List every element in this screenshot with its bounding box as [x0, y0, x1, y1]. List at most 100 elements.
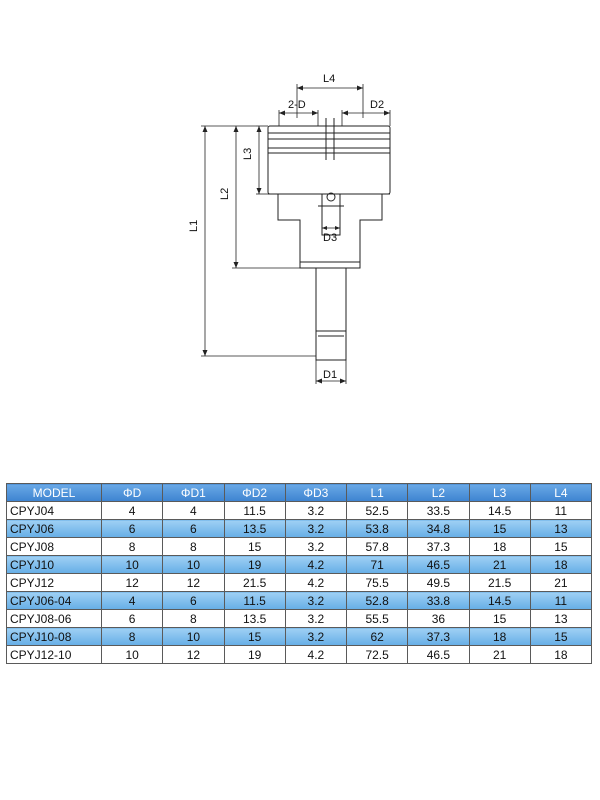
d3-arrow-right [335, 226, 340, 230]
value-cell: 71 [345, 555, 409, 574]
column-header: MODEL [6, 483, 102, 502]
value-cell: 36 [407, 609, 470, 628]
value-cell: 37.3 [407, 627, 470, 646]
value-cell: 3.2 [284, 537, 348, 556]
value-cell: 13 [529, 609, 593, 628]
value-cell: 13.5 [223, 519, 286, 538]
column-header: L2 [407, 483, 470, 502]
l2-arrow-top [233, 126, 239, 132]
value-cell: 4 [100, 501, 164, 520]
value-cell: 46.5 [407, 555, 470, 574]
technical-drawing: L4 2-D D2 L3 L2 L1 D3 D1 [188, 73, 391, 384]
l4-arrow-left [297, 85, 303, 91]
value-cell: 15 [468, 519, 531, 538]
model-cell: CPYJ08 [6, 537, 102, 556]
model-cell: CPYJ06 [6, 519, 102, 538]
value-cell: 4 [100, 591, 164, 610]
value-cell: 18 [529, 555, 593, 574]
d3-arrow-left [322, 226, 327, 230]
value-cell: 3.2 [284, 591, 348, 610]
column-header: L1 [345, 483, 409, 502]
label-l1: L1 [188, 220, 200, 232]
model-cell: CPYJ12 [6, 573, 102, 592]
value-cell: 21.5 [468, 573, 531, 592]
l1-arrow-top [202, 126, 208, 132]
center-hole [326, 192, 336, 202]
column-header: ΦD1 [162, 483, 225, 502]
value-cell: 6 [100, 519, 164, 538]
model-cell: CPYJ12-10 [6, 645, 102, 664]
center-bore [321, 194, 341, 236]
label-d2: D2 [370, 99, 384, 111]
value-cell: 33.8 [407, 591, 470, 610]
d2-arrow-right [384, 110, 390, 116]
value-cell: 4.2 [284, 573, 348, 592]
value-cell: 21.5 [223, 573, 286, 592]
value-cell: 21 [468, 555, 531, 574]
label-2d: 2-D [288, 99, 306, 111]
model-cell: CPYJ10-08 [6, 627, 102, 646]
model-cell: CPYJ06-04 [6, 591, 102, 610]
model-cell: CPYJ10 [6, 555, 102, 574]
label-d3: D3 [323, 232, 337, 244]
value-cell: 33.5 [407, 501, 470, 520]
value-cell: 21 [529, 573, 593, 592]
value-cell: 52.8 [345, 591, 409, 610]
value-cell: 4.2 [284, 555, 348, 574]
value-cell: 8 [162, 609, 225, 628]
value-cell: 3.2 [284, 501, 348, 520]
value-cell: 8 [100, 537, 164, 556]
d1-arrow-left [316, 378, 322, 384]
model-cell: CPYJ04 [6, 501, 102, 520]
value-cell: 53.8 [345, 519, 409, 538]
l1-arrow-bottom [202, 350, 208, 356]
value-cell: 75.5 [345, 573, 409, 592]
value-cell: 13 [529, 519, 593, 538]
collar [299, 261, 361, 269]
column-header: ΦD2 [223, 483, 286, 502]
value-cell: 12 [100, 573, 164, 592]
value-cell: 15 [223, 537, 286, 556]
value-cell: 8 [100, 627, 164, 646]
value-cell: 49.5 [407, 573, 470, 592]
value-cell: 15 [223, 627, 286, 646]
value-cell: 18 [468, 537, 531, 556]
value-cell: 11.5 [223, 501, 286, 520]
value-cell: 15 [468, 609, 531, 628]
value-cell: 11.5 [223, 591, 286, 610]
value-cell: 19 [223, 555, 286, 574]
value-cell: 34.8 [407, 519, 470, 538]
value-cell: 12 [162, 573, 225, 592]
value-cell: 19 [223, 645, 286, 664]
value-cell: 4.2 [284, 645, 348, 664]
value-cell: 12 [162, 645, 225, 664]
l2-arrow-bottom [233, 262, 239, 268]
value-cell: 15 [529, 627, 593, 646]
value-cell: 3.2 [284, 519, 348, 538]
value-cell: 18 [529, 645, 593, 664]
value-cell: 6 [162, 591, 225, 610]
value-cell: 6 [100, 609, 164, 628]
value-cell: 6 [162, 519, 225, 538]
value-cell: 13.5 [223, 609, 286, 628]
value-cell: 72.5 [345, 645, 409, 664]
value-cell: 10 [100, 645, 164, 664]
value-cell: 14.5 [468, 591, 531, 610]
column-header: L3 [468, 483, 531, 502]
label-l2: L2 [219, 188, 231, 200]
value-cell: 15 [529, 537, 593, 556]
value-cell: 52.5 [345, 501, 409, 520]
d2-arrow-left [342, 110, 348, 116]
twod-arrow-right [312, 110, 318, 116]
value-cell: 37.3 [407, 537, 470, 556]
